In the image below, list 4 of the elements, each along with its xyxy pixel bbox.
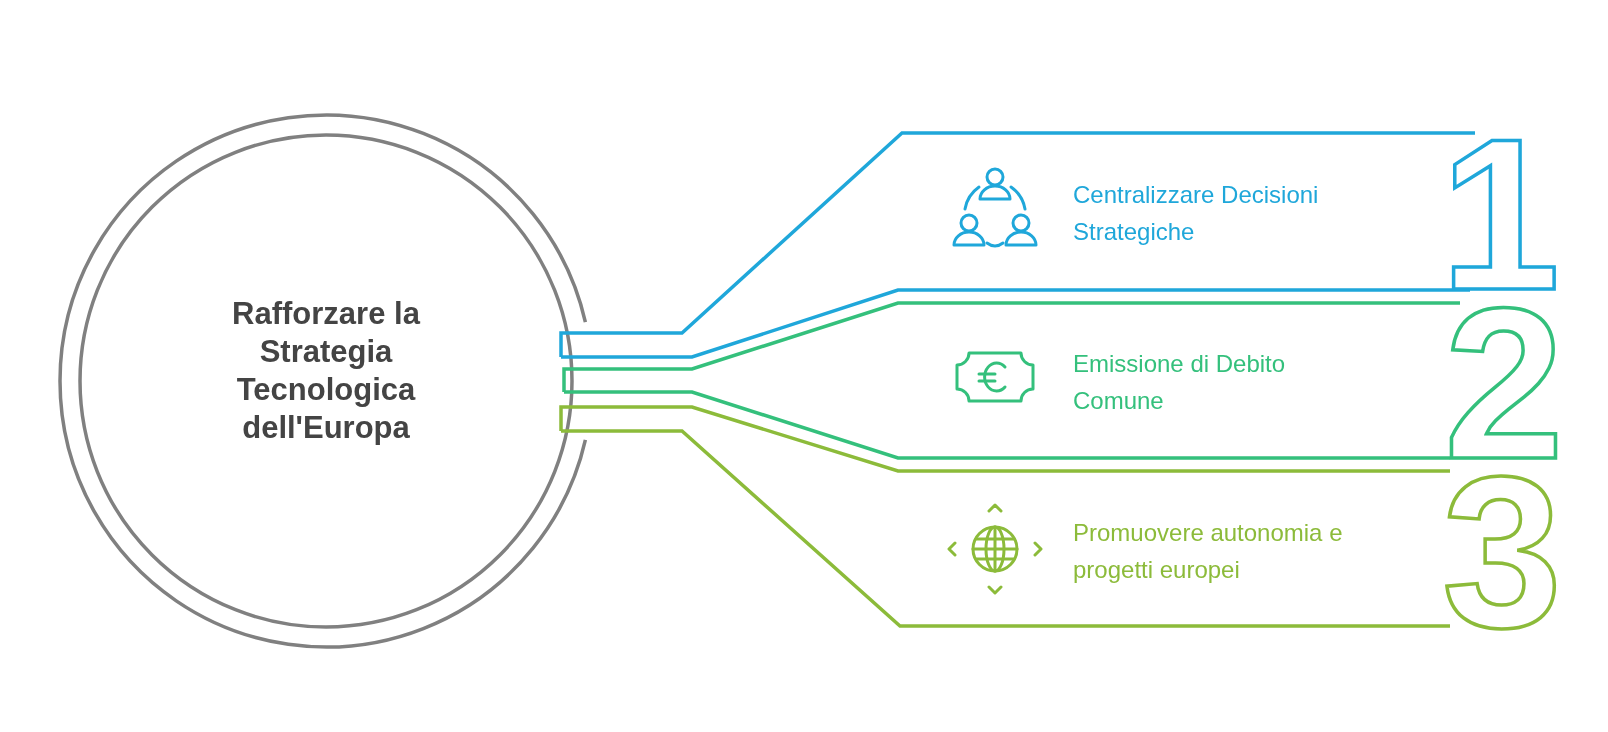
step-text: Promuovere autonomia e progetti europei — [1073, 518, 1344, 585]
circle-title: Rafforzare la Strategia Tecnologica dell'Europa — [231, 295, 422, 447]
step-text: Emissione di Debito Comune — [1073, 349, 1287, 416]
step-text: Centralizzare Decisioni Strategiche — [1073, 180, 1320, 247]
